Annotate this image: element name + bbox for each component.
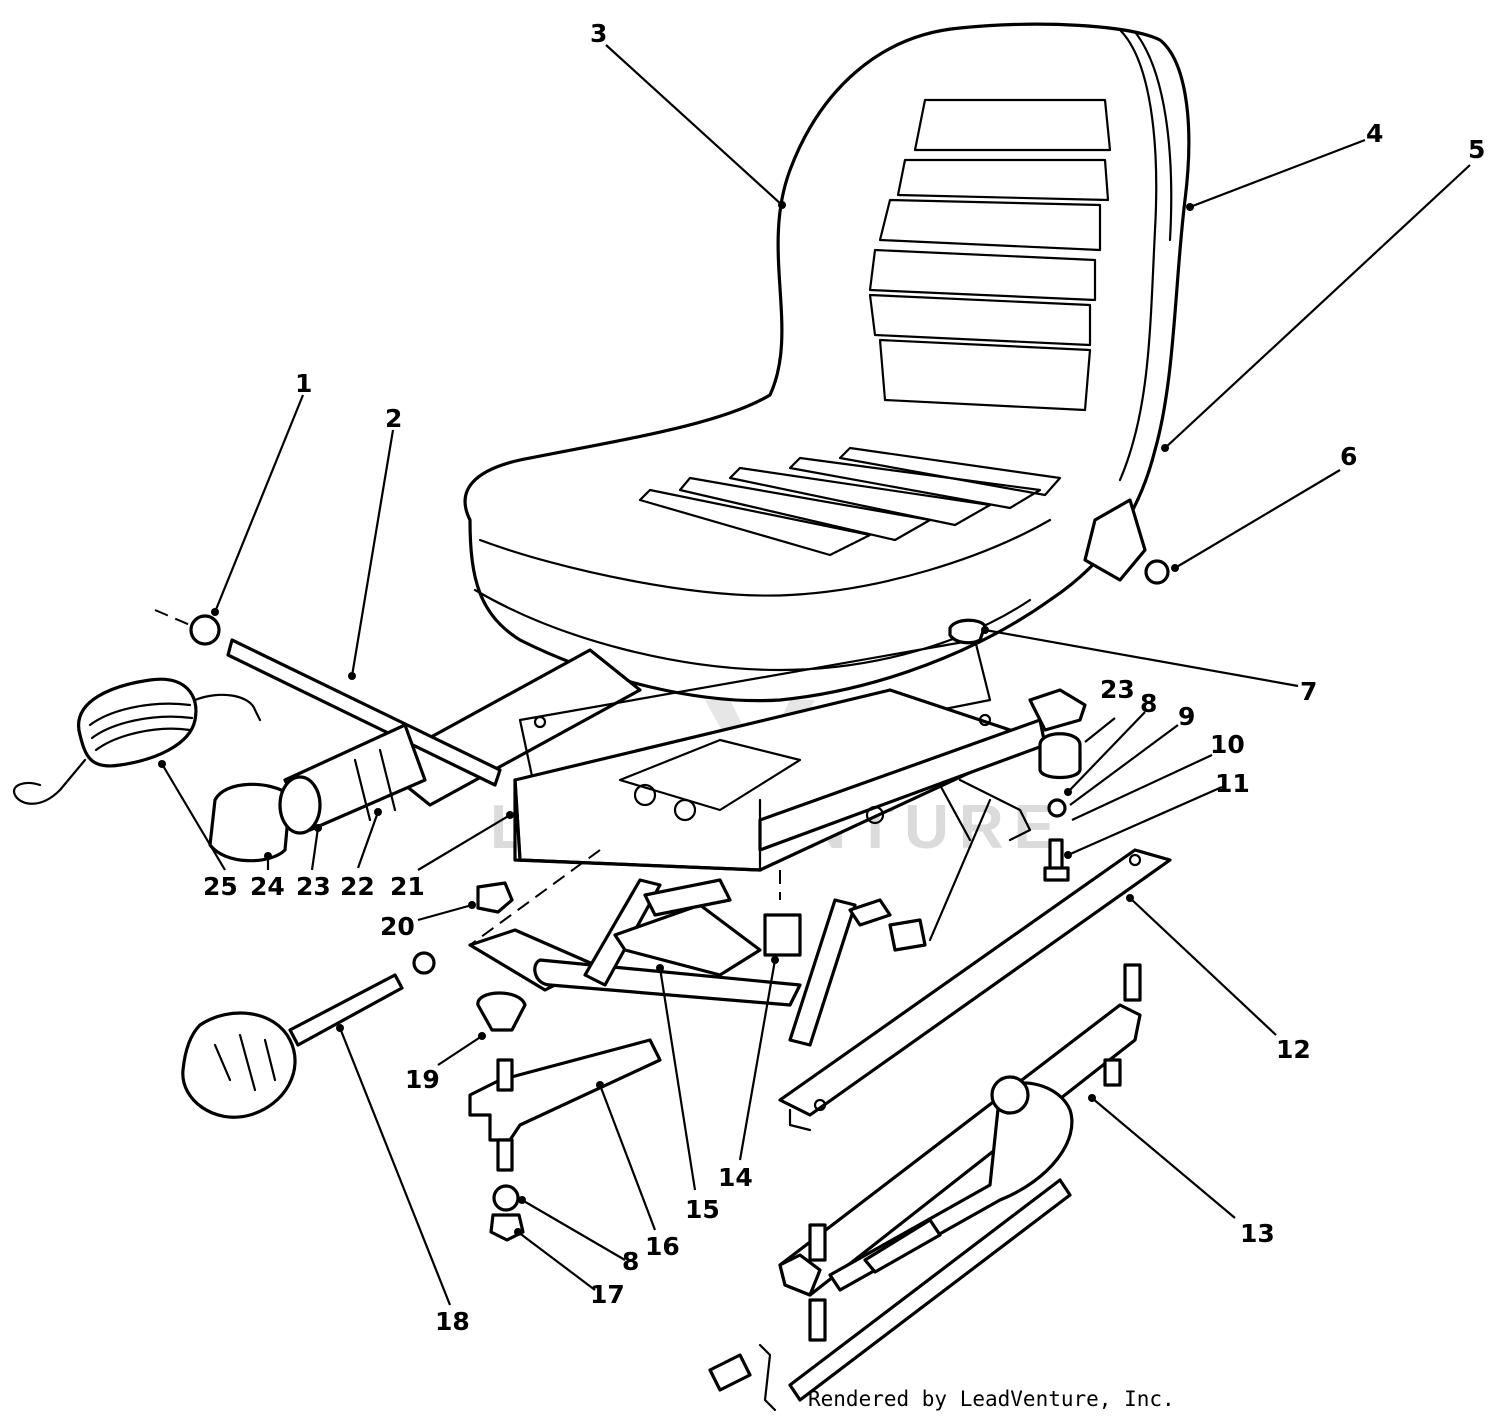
seat-shell [463, 22, 1191, 703]
channel-bracket [468, 1038, 662, 1142]
stud-4 [808, 1298, 827, 1342]
lever-bracket [643, 878, 732, 917]
leader-lines [158, 44, 1471, 1306]
bracket-right [1028, 688, 1087, 732]
bumper-23 [1038, 732, 1082, 780]
cross-bar [533, 958, 802, 1007]
stud-lower [496, 1138, 514, 1172]
tension-spring [77, 677, 198, 768]
callout-9: 9 [1178, 702, 1195, 731]
pivot-sleeve [888, 918, 927, 952]
stud-1 [1123, 963, 1142, 1002]
callout-4: 4 [1366, 119, 1383, 148]
seat-bracket [1083, 498, 1147, 582]
slide-rod [788, 1178, 1072, 1402]
callout-13: 13 [1240, 1219, 1275, 1248]
knob-shaft [288, 973, 404, 1047]
cap-24 [208, 782, 292, 863]
rail-tube [378, 648, 642, 807]
rod-2 [226, 638, 502, 787]
callout-20: 20 [380, 912, 415, 941]
knob-head [181, 1011, 297, 1119]
callout-19: 19 [405, 1065, 440, 1094]
slide-rail-lower [778, 1003, 1142, 1297]
nut-17 [489, 1213, 525, 1242]
bushing-19 [476, 991, 527, 1032]
stud-upper [496, 1058, 514, 1092]
callout-3: 3 [590, 19, 607, 48]
pin-7 [948, 618, 987, 645]
scissor-arm-right [788, 898, 857, 1047]
right-hardware [948, 559, 1170, 882]
footer-credit: Rendered by LeadVenture, Inc. [808, 1387, 1175, 1411]
seat-plate-assembly [378, 638, 1047, 946]
callout-14: 14 [718, 1163, 753, 1192]
callout-7: 7 [1300, 677, 1317, 706]
callout-18: 18 [435, 1307, 470, 1336]
callout-5: 5 [1468, 135, 1485, 164]
washer-8-right [1047, 798, 1067, 818]
stud-2 [1103, 1058, 1122, 1087]
adjustment-knob [181, 973, 404, 1119]
left-hardware [412, 881, 662, 1242]
spacer-sleeve [848, 898, 892, 927]
rod-end-cap [708, 1353, 752, 1392]
bumper [763, 913, 802, 957]
callout-8: 8 [1140, 689, 1157, 718]
callout-15: 15 [685, 1195, 720, 1224]
washer-left [412, 951, 436, 975]
bolt-11 [1048, 838, 1064, 872]
callout-labels: 1 2 3 4 5 6 7 8 9 10 11 12 13 14 15 16 1… [203, 19, 1485, 1336]
nut-20 [476, 881, 514, 914]
base-rail-right [778, 848, 1172, 1117]
callout-25: 25 [203, 872, 238, 901]
callout-17: 17 [590, 1280, 625, 1309]
callout-23: 23 [296, 872, 331, 901]
callout-23-right: 23 [1100, 675, 1135, 704]
callout-22: 22 [340, 872, 375, 901]
stud-3 [808, 1223, 827, 1262]
callout-6: 6 [1340, 442, 1357, 471]
lock-washer-1 [189, 614, 221, 646]
callout-16: 16 [645, 1232, 680, 1261]
slide-spring [863, 1218, 942, 1274]
callout-1: 1 [295, 369, 312, 398]
grommet-6 [1144, 559, 1170, 585]
callout-21: 21 [390, 872, 425, 901]
slide-rail-channel [778, 1253, 822, 1297]
callout-12: 12 [1276, 1035, 1311, 1064]
callout-10: 10 [1210, 730, 1245, 759]
callout-11: 11 [1215, 769, 1250, 798]
seat-assembly [463, 22, 1191, 703]
spring-assembly [12, 609, 502, 863]
washer-8 [492, 1184, 520, 1212]
base-frame [468, 798, 1172, 1132]
callout-2: 2 [385, 404, 402, 433]
callout-8-left: 8 [622, 1247, 639, 1276]
slide-rail-assembly [708, 963, 1142, 1412]
slide-lever [828, 1081, 1074, 1292]
callout-24: 24 [250, 872, 285, 901]
